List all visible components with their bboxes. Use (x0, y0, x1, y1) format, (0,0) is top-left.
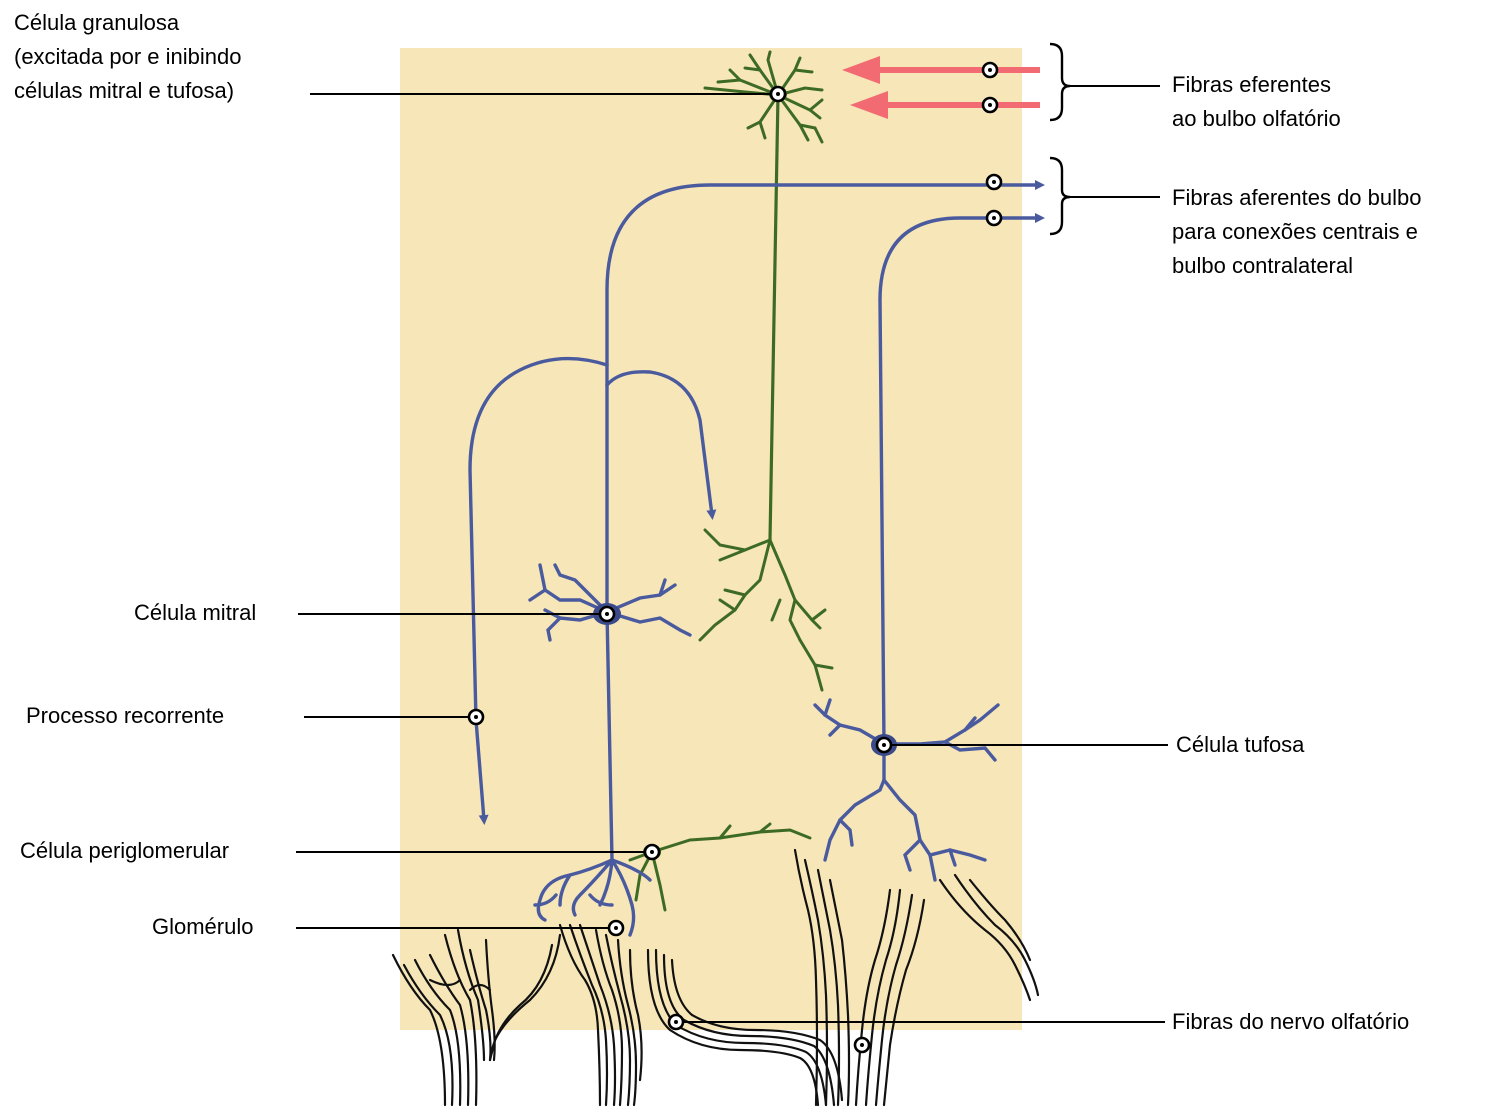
label-granule-cell-line-1: Célula granulosa (14, 6, 241, 40)
braces (1050, 44, 1070, 234)
label-efferent-fibers-line-1: Fibras eferentes (1172, 68, 1341, 102)
label-afferent-fibers-line-2: para conexões centrais e (1172, 215, 1422, 249)
label-glomerulus: Glomérulo (152, 910, 253, 944)
label-granule-cell-line-3: células mitral e tufosa) (14, 74, 241, 108)
label-granule-cell-line-2: (excitada por e inibindo (14, 40, 241, 74)
label-afferent-fibers-line-1: Fibras aferentes do bulbo (1172, 181, 1422, 215)
label-afferent-fibers-line-3: bulbo contralateral (1172, 249, 1422, 283)
label-periglomerular-cell: Célula periglomerular (20, 834, 229, 868)
label-afferent-fibers: Fibras aferentes do bulbo para conexões … (1172, 181, 1422, 283)
label-efferent-fibers-line-2: ao bulbo olfatório (1172, 102, 1341, 136)
label-efferent-fibers: Fibras eferentes ao bulbo olfatório (1172, 68, 1341, 136)
label-recurrent-process: Processo recorrente (26, 699, 224, 733)
label-tufted-cell: Célula tufosa (1176, 728, 1304, 762)
label-olfactory-nerve-fibers: Fibras do nervo olfatório (1172, 1005, 1409, 1039)
diagram-background-panel (400, 48, 1022, 1030)
label-granule-cell: Célula granulosa (excitada por e inibind… (14, 6, 241, 108)
label-mitral-cell: Célula mitral (134, 596, 256, 630)
